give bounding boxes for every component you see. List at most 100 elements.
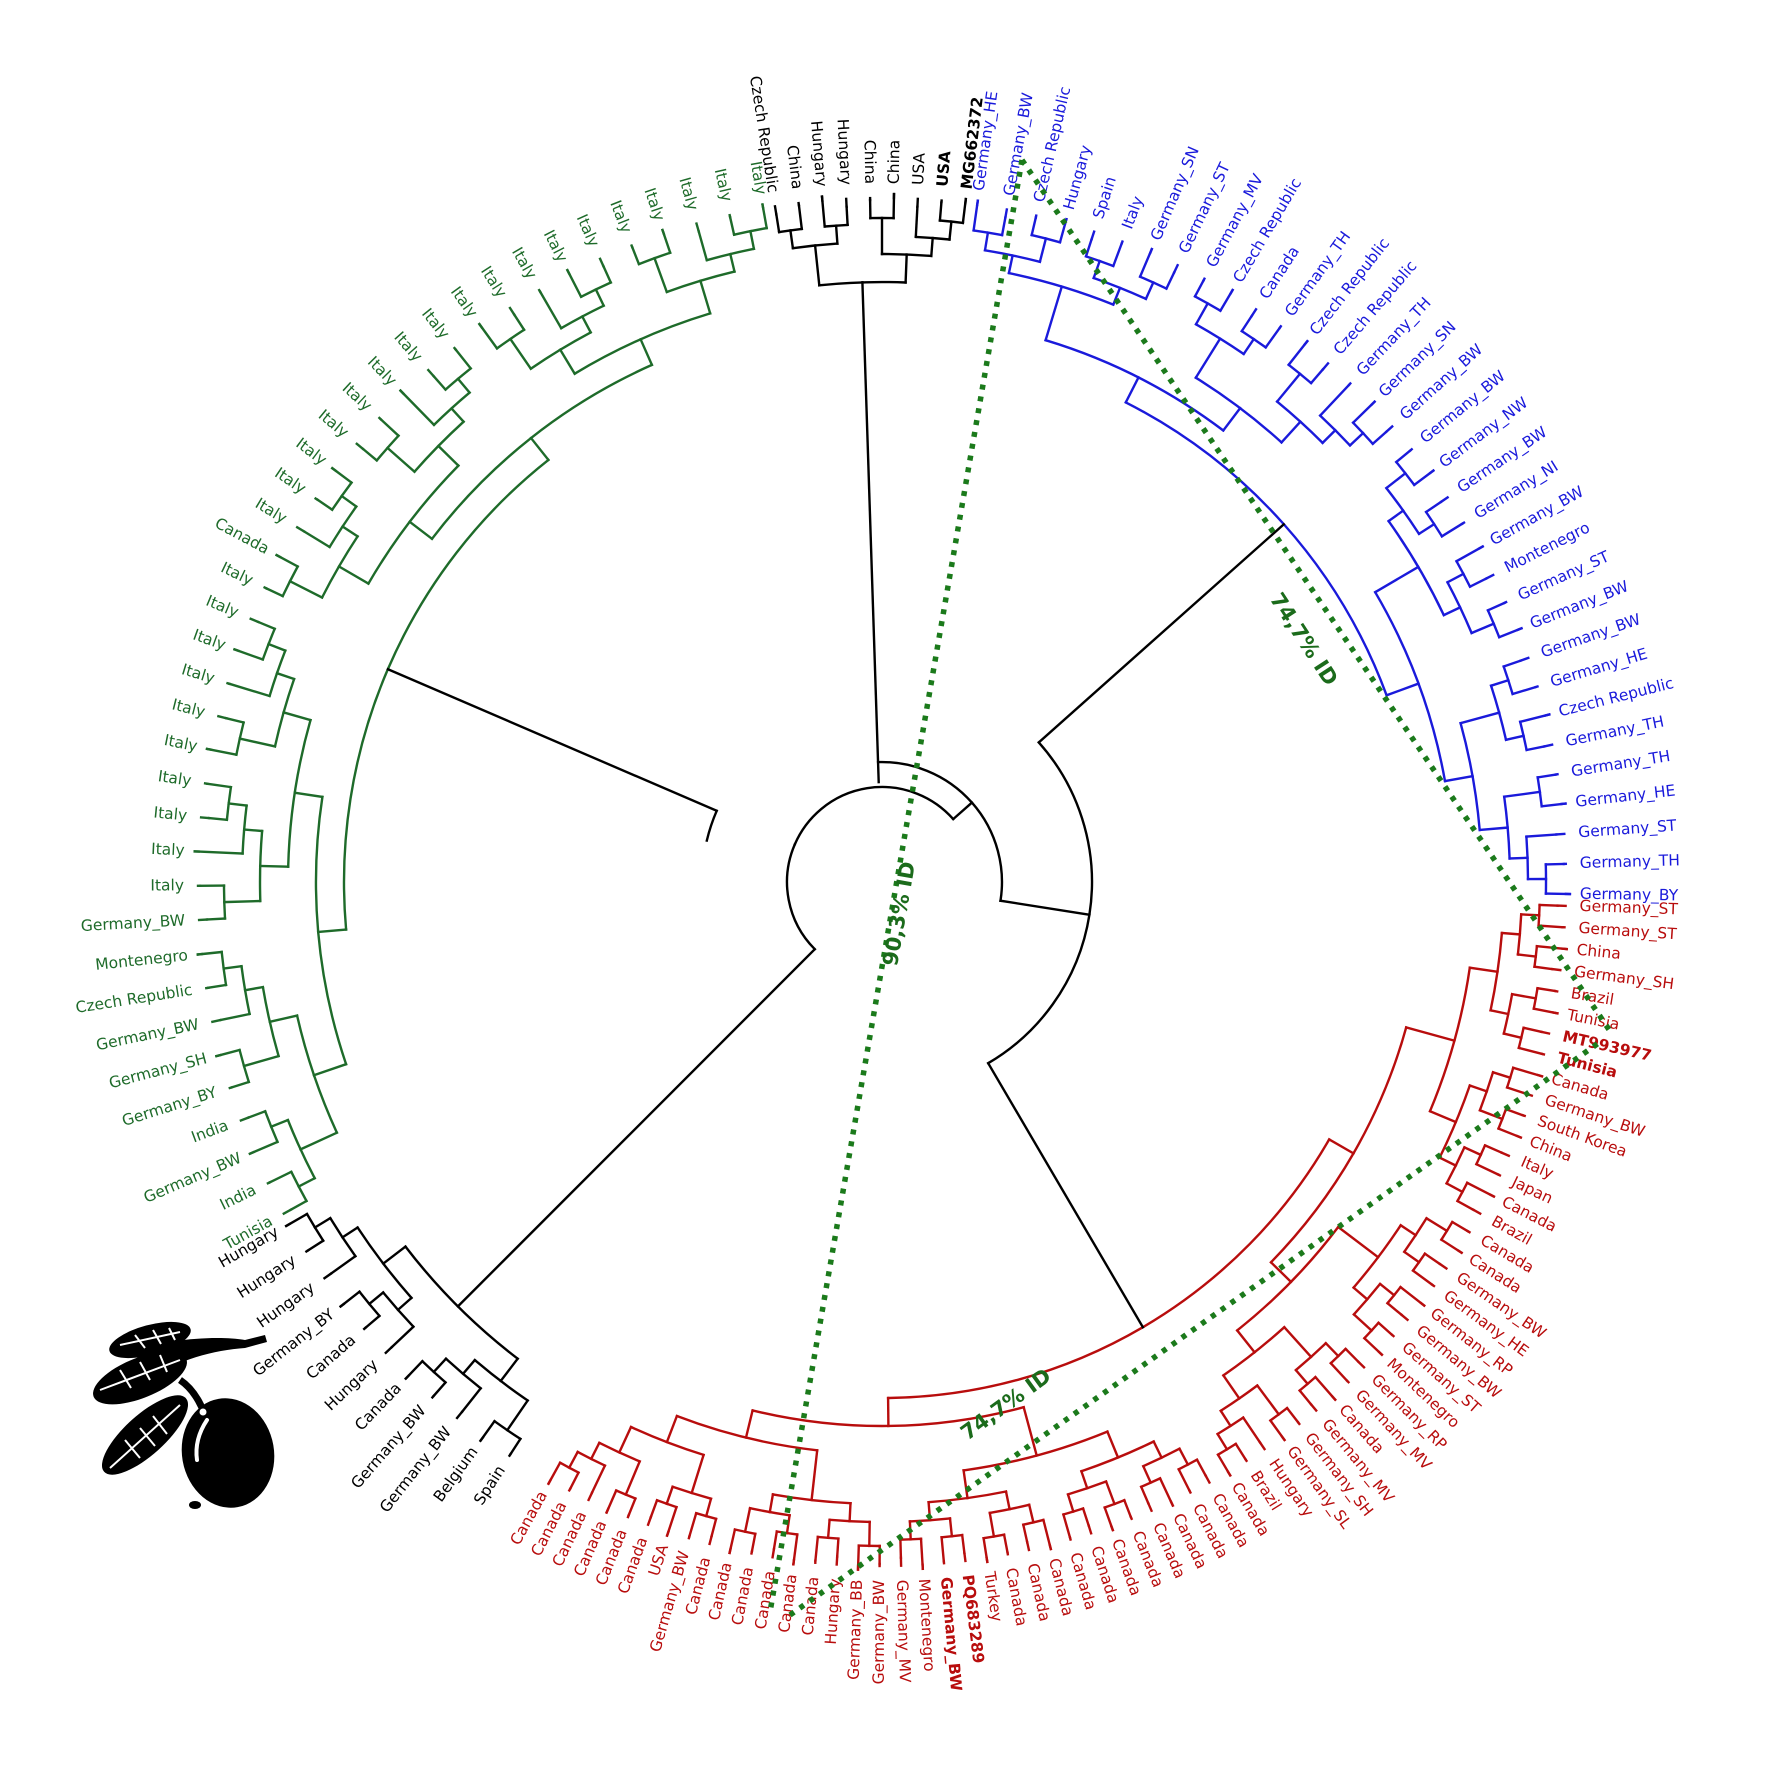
branch-radial: [1021, 1523, 1029, 1544]
branch-radial: [364, 1314, 382, 1330]
branch-radial: [1508, 856, 1529, 860]
branch-leaf: [1303, 339, 1309, 346]
branch-radial: [1298, 1388, 1313, 1407]
branch-radial: [432, 1380, 448, 1398]
branch-radial: [1440, 522, 1464, 538]
branch-radial: [222, 964, 243, 970]
leaf-label: Germany_BB: [845, 1579, 867, 1680]
branch-leaf: [507, 1452, 513, 1458]
branch-radial: [904, 253, 908, 284]
branch-radial: [687, 1511, 698, 1538]
branch-radial: [1240, 314, 1254, 333]
leaf-label: Italy: [508, 244, 540, 282]
branch-radial: [1470, 622, 1496, 635]
leaf-label: USA: [933, 150, 954, 187]
branch-radial: [361, 447, 379, 463]
branch-radial: [1399, 1223, 1418, 1237]
branch-radial: [312, 1062, 348, 1077]
branch-radial: [1502, 659, 1523, 669]
branch-radial: [1517, 1046, 1544, 1056]
branch-radial: [1320, 428, 1337, 445]
branch-leaf: [322, 1271, 333, 1280]
branch-radial: [340, 1225, 360, 1240]
branch-radial: [193, 850, 244, 855]
branch-radial: [396, 1296, 414, 1312]
branch-leaf: [1499, 1151, 1511, 1158]
branch-radial: [461, 1358, 477, 1376]
branch-leaf: [1408, 447, 1414, 453]
leaf-label: China: [1576, 941, 1622, 963]
branch-leaf: [362, 1325, 368, 1331]
branch-radial: [1371, 430, 1388, 446]
branch-radial: [748, 229, 756, 251]
branch-radial: [1081, 1506, 1091, 1528]
branch-radial: [835, 1537, 840, 1558]
branch-radial: [617, 1425, 633, 1454]
branch-radial: [728, 252, 736, 274]
branch-radial: [1385, 682, 1421, 697]
branch-radial: [1279, 420, 1303, 445]
branch-radial: [1510, 992, 1538, 1000]
branch-leaf: [1129, 1515, 1134, 1521]
leaf-label: Germany_SH: [107, 1049, 209, 1093]
branch-backbone: [456, 947, 817, 1309]
branch-radial: [454, 347, 473, 371]
branch-radial: [665, 1414, 679, 1444]
leaf-label: Italy: [191, 626, 229, 654]
branch-leaf: [1384, 424, 1394, 434]
branch-leaf: [1280, 1435, 1287, 1442]
branch-leaf: [1330, 1395, 1337, 1402]
branch-radial: [1386, 508, 1405, 523]
branch-radial: [1221, 1373, 1241, 1401]
branch-leaf: [225, 681, 231, 686]
branch-leaf: [1430, 1283, 1436, 1288]
branch-radial: [306, 1239, 325, 1253]
branch-radial: [627, 1496, 637, 1517]
branch-radial: [1038, 237, 1048, 264]
branch-leaf: [695, 222, 701, 233]
branch-leaf: [1516, 626, 1524, 632]
branch-leaf: [630, 243, 634, 249]
branch-leaf: [687, 1534, 691, 1540]
branch-leaf: [1228, 288, 1235, 296]
branch-radial: [538, 290, 563, 330]
branch-radial: [313, 1216, 332, 1230]
branch-radial: [297, 1176, 317, 1189]
branch-radial: [205, 782, 233, 789]
branch-radial: [1022, 1405, 1039, 1457]
branch-backbone: [386, 667, 719, 813]
branch-radial: [367, 1290, 385, 1306]
branch-radial: [289, 1199, 309, 1212]
branch-radial: [436, 444, 461, 468]
branch-radial: [230, 1080, 251, 1089]
branch-radial: [1536, 773, 1557, 779]
leaf-label: Italy: [150, 876, 184, 894]
branch-radial: [750, 1532, 757, 1553]
leaf-label: Italy: [203, 592, 241, 622]
branch-radial: [1309, 367, 1325, 385]
branch-radial: [337, 564, 371, 586]
branch-leaf: [761, 203, 765, 210]
branch-radial: [1264, 326, 1282, 350]
branch-radial: [1474, 1162, 1500, 1177]
branch-leaf: [249, 617, 260, 624]
leaf-label: Germany_ST: [1579, 897, 1678, 919]
branch-radial: [826, 1518, 831, 1540]
branch-radial: [1336, 1225, 1380, 1259]
leaf-label: Germany_BW: [80, 911, 185, 936]
branch-radial: [948, 220, 953, 241]
branch-radial: [460, 1386, 483, 1414]
leaf-label: Canada: [775, 1573, 800, 1634]
leaf-label: Italy: [153, 803, 188, 824]
branch-radial: [728, 215, 736, 237]
branch-radial: [814, 1535, 820, 1563]
branch-leaf: [1460, 520, 1466, 526]
branch-radial: [1442, 605, 1462, 617]
branch-radial: [1478, 826, 1509, 832]
branch-radial: [624, 1459, 642, 1497]
leaf-label: China: [861, 140, 880, 185]
branch-leaf: [304, 1248, 310, 1254]
branch-radial: [813, 244, 821, 287]
branch-leaf: [330, 466, 338, 473]
